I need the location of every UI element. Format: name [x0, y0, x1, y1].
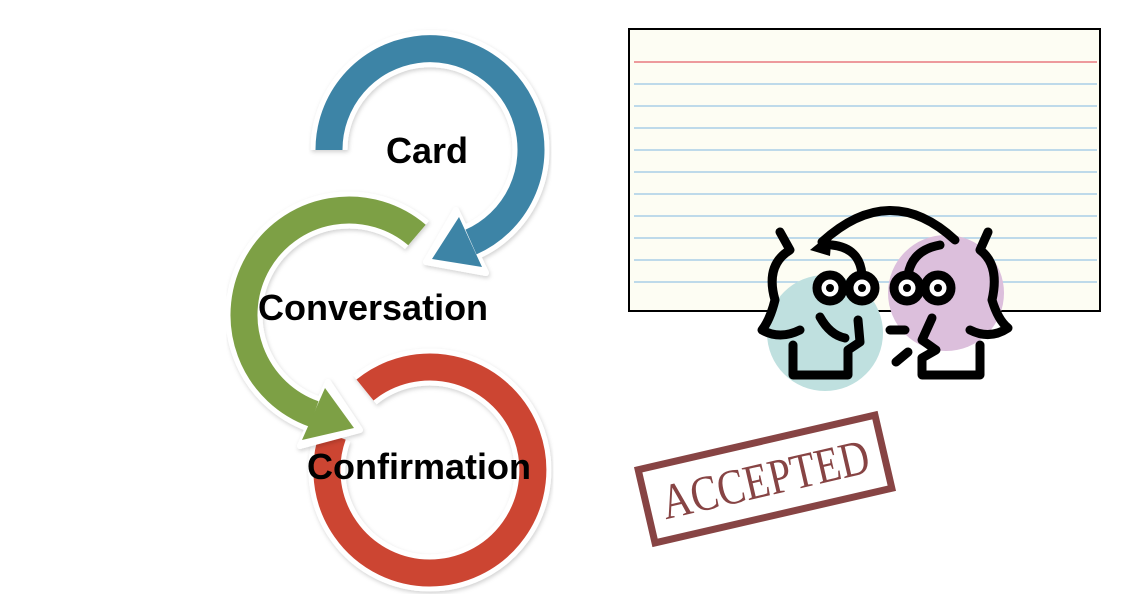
people-conversation-icon: [757, 206, 1013, 391]
conversation-arrow: [225, 191, 429, 449]
step-label-confirmation: Confirmation: [307, 446, 531, 487]
card-arrow: [310, 30, 550, 276]
step-label-card: Card: [386, 130, 469, 171]
step-label-conversation: Conversation: [258, 287, 489, 328]
confirmation-arc: [308, 348, 552, 592]
